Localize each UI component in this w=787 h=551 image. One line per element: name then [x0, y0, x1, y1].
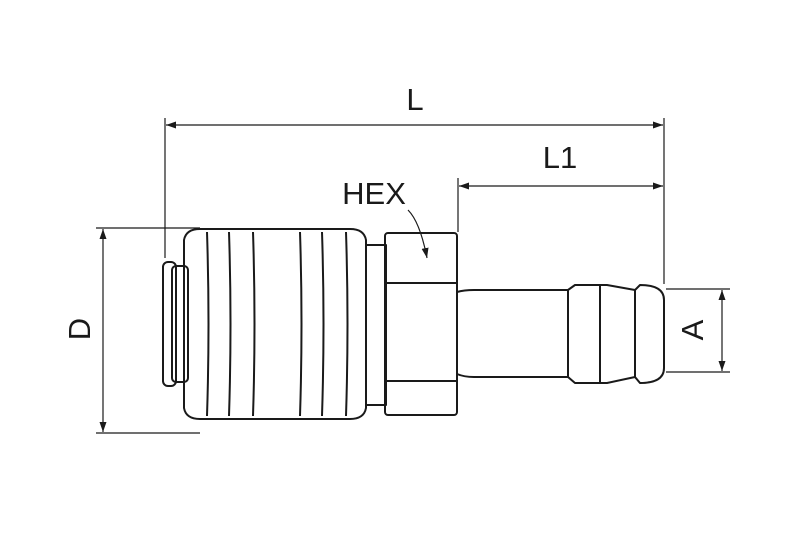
hex-callout: HEX: [342, 176, 429, 259]
hex-nut: [384, 232, 458, 416]
hex-leader: [407, 209, 429, 259]
rib-4: [299, 231, 303, 417]
barb-2: [600, 284, 636, 384]
barb-tip: [634, 284, 665, 384]
dimension-l1: L1: [457, 140, 663, 232]
hex-label: HEX: [342, 176, 406, 211]
l-label: L: [406, 82, 423, 117]
rib-1: [206, 231, 210, 417]
rib-6: [345, 231, 349, 417]
front-seal-ring: [171, 265, 189, 383]
barb-1: [567, 284, 601, 384]
hose-shank: [456, 289, 568, 378]
dimension-d: D: [62, 227, 200, 434]
d-label: D: [62, 318, 97, 340]
a-label: A: [675, 319, 710, 340]
rib-3: [252, 231, 256, 417]
shoulder: [365, 244, 387, 406]
front-nose: [162, 261, 177, 387]
dimension-l: L: [164, 82, 665, 284]
dimension-a: A: [666, 288, 730, 373]
rib-2: [228, 231, 232, 417]
rib-5: [321, 231, 325, 417]
sleeve: [183, 228, 367, 420]
l1-label: L1: [543, 140, 577, 175]
coupling-body: [162, 228, 665, 420]
